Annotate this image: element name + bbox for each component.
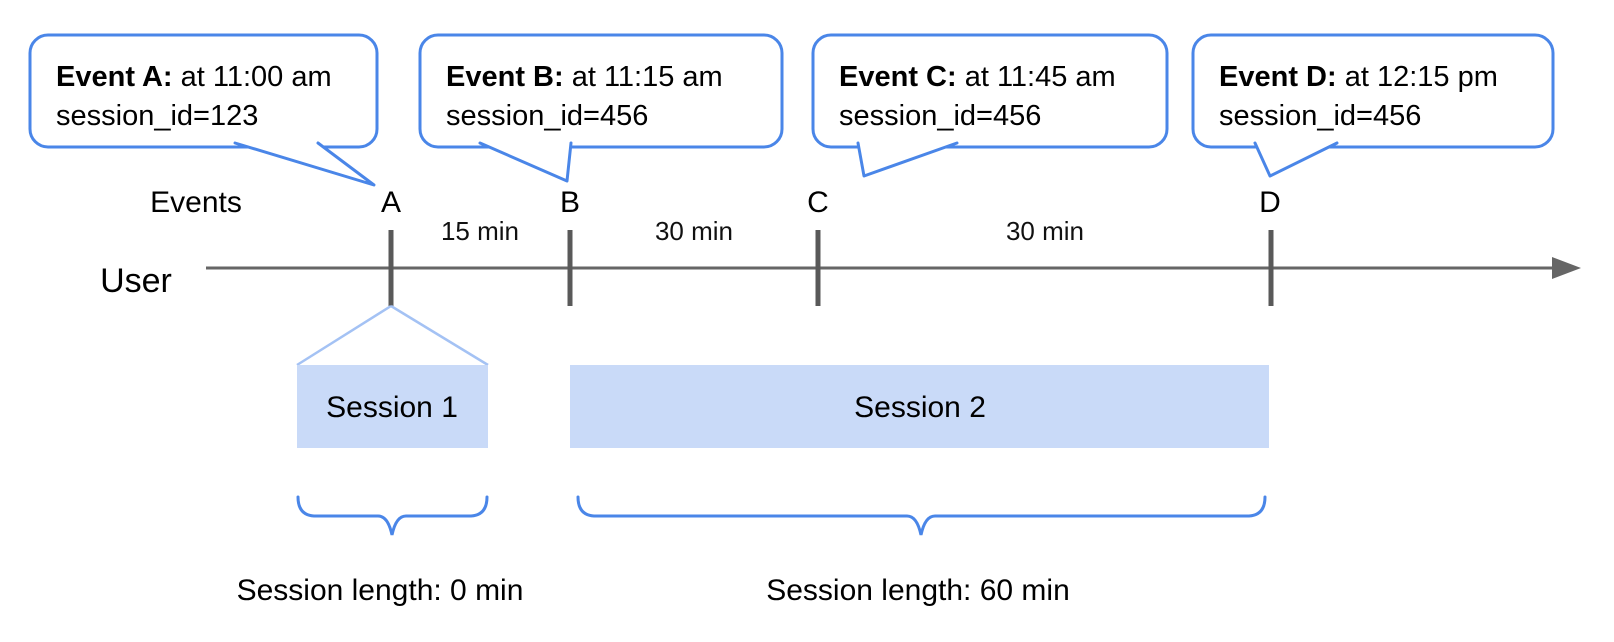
timeline-axis (206, 257, 1581, 279)
speech-bubble (418, 33, 784, 149)
callout-a-line2: session_id=123 (56, 100, 258, 132)
session-2-rect (570, 365, 1269, 448)
session-2-brace (576, 495, 1267, 536)
session-1-label: Session 1 (326, 391, 458, 424)
speech-bubble (28, 33, 379, 149)
callout-d-title: Event D: (1219, 61, 1337, 93)
callout-event-a: Event A: at 11:00 am session_id=123 (28, 33, 379, 187)
callout-d-line1: Event D: at 12:15 pm (1219, 61, 1498, 93)
callout-c-line1: Event C: at 11:45 am (839, 61, 1116, 93)
callout-b-line2: session_id=456 (446, 100, 648, 132)
callout-b-line1: Event B: at 11:15 am (446, 61, 723, 93)
session-1-brace (296, 495, 489, 536)
speech-bubble (811, 33, 1169, 149)
session1-funnel-lines (296, 304, 489, 367)
speech-bubble (1191, 33, 1555, 149)
timeline-arrowhead-icon (1552, 257, 1581, 279)
event-marker-label-b: B (560, 186, 580, 219)
speech-bubble-tail (1253, 141, 1339, 178)
callout-c-line2: session_id=456 (839, 100, 1041, 132)
callout-d-line2: session_id=456 (1219, 100, 1421, 132)
callout-d-time: at 12:15 pm (1337, 61, 1498, 93)
funnel-line-left (296, 304, 392, 367)
event-marker-label-c: C (807, 186, 829, 219)
user-axis-label: User (100, 262, 172, 300)
session-2-length-label: Session length: 60 min (766, 574, 1070, 607)
session-1-rect (297, 365, 488, 448)
event-marker-label-d: D (1259, 186, 1281, 219)
callout-b-title: Event B: (446, 61, 564, 93)
event-marker-label-a: A (381, 186, 401, 219)
interval-label-a-b: 15 min (441, 216, 519, 246)
callout-event-d: Event D: at 12:15 pm session_id=456 (1191, 33, 1555, 178)
callout-event-b: Event B: at 11:15 am session_id=456 (418, 33, 784, 183)
funnel-line-right (390, 304, 489, 367)
session-1-length-label: Session length: 0 min (237, 574, 524, 607)
events-row-label: Events (150, 186, 242, 219)
session-2-label: Session 2 (854, 391, 986, 424)
callout-a-title: Event A: (56, 61, 173, 93)
callout-c-time: at 11:45 am (957, 61, 1116, 93)
callout-b-time: at 11:15 am (564, 61, 723, 93)
interval-label-c-d: 30 min (1006, 216, 1084, 246)
callout-a-line1: Event A: at 11:00 am (56, 61, 332, 93)
session-2-box: Session 2 (570, 365, 1269, 448)
callout-a-time: at 11:00 am (173, 61, 332, 93)
callout-event-c: Event C: at 11:45 am session_id=456 (811, 33, 1169, 178)
session-1-box: Session 1 (297, 365, 488, 448)
speech-bubble-tail (478, 141, 573, 183)
callout-c-title: Event C: (839, 61, 957, 93)
interval-label-b-c: 30 min (655, 216, 733, 246)
speech-bubble-tail (856, 141, 959, 178)
speech-bubble-tail (233, 141, 376, 187)
